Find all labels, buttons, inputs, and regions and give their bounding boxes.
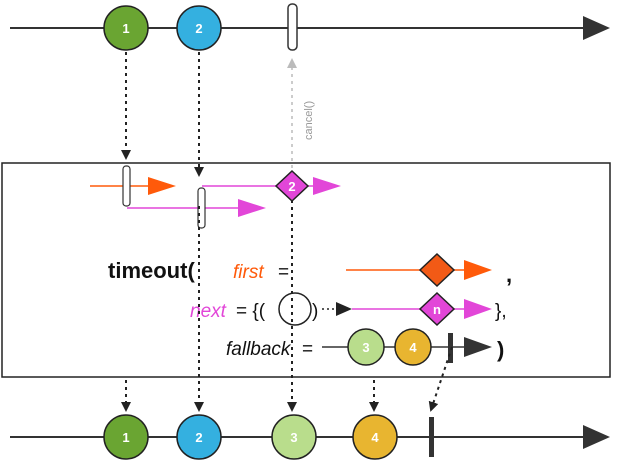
- third-timeout-line: [202, 177, 341, 195]
- first-subscribe-tick: [122, 165, 131, 207]
- inner-diamond-2: 2: [274, 169, 310, 203]
- next-input-marble: [278, 292, 312, 326]
- svg-text:4: 4: [371, 430, 379, 445]
- operator-box: [1, 162, 611, 378]
- eq-fallback: =: [302, 339, 313, 360]
- source-timeline: 1 2: [10, 3, 610, 51]
- result-marble-1: 1: [103, 414, 149, 460]
- result-marble-4: 4: [352, 414, 398, 460]
- timeline-arrowhead: [583, 16, 610, 40]
- eq-next: = {(: [236, 301, 266, 322]
- result-marble-3: 3: [271, 414, 317, 460]
- second-timeout-line: [127, 199, 266, 217]
- fallback-complete-bar: [448, 333, 453, 363]
- param-next: next: [190, 301, 227, 322]
- param-fallback: fallback: [226, 339, 292, 360]
- source-marble-1: 1: [103, 5, 149, 51]
- svg-text:3: 3: [290, 430, 297, 445]
- first-param-diamond: [418, 252, 456, 288]
- first-timeout-line: [90, 177, 176, 195]
- fallback-marble-4: 4: [394, 328, 432, 366]
- eq-first: =: [278, 262, 289, 283]
- source-marble-2: 2: [176, 5, 222, 51]
- fallback-marble-3: 3: [347, 328, 385, 366]
- operator-name: timeout(: [108, 258, 195, 283]
- next-param-timeline: n: [352, 291, 492, 327]
- first-param-timeline: [346, 252, 492, 288]
- svg-text:1: 1: [122, 21, 129, 36]
- svg-text:4: 4: [409, 340, 417, 355]
- result-timeline: 1 2 3 4: [10, 414, 610, 460]
- fallback-timeline: 3 4: [322, 328, 492, 366]
- tail-next: },: [495, 301, 507, 322]
- cancel-tick: [287, 3, 298, 51]
- next-dash-head: [336, 302, 352, 316]
- svg-text:3: 3: [362, 340, 369, 355]
- param-first: first: [233, 262, 264, 283]
- result-complete-bar: [429, 417, 434, 457]
- comma-1: ,: [506, 262, 512, 287]
- next-param-diamond: n: [418, 291, 456, 327]
- svg-text:n: n: [433, 302, 441, 317]
- close-fallback: ): [497, 337, 504, 362]
- svg-text:2: 2: [195, 430, 202, 445]
- svg-text:2: 2: [288, 179, 295, 194]
- result-marble-2: 2: [176, 414, 222, 460]
- close-next: ): [312, 301, 318, 322]
- out-arrow-complete: [428, 346, 453, 412]
- svg-text:2: 2: [195, 21, 202, 36]
- svg-text:1: 1: [122, 430, 129, 445]
- result-arrowhead: [583, 425, 610, 449]
- cancel-label: cancel(): [303, 101, 315, 140]
